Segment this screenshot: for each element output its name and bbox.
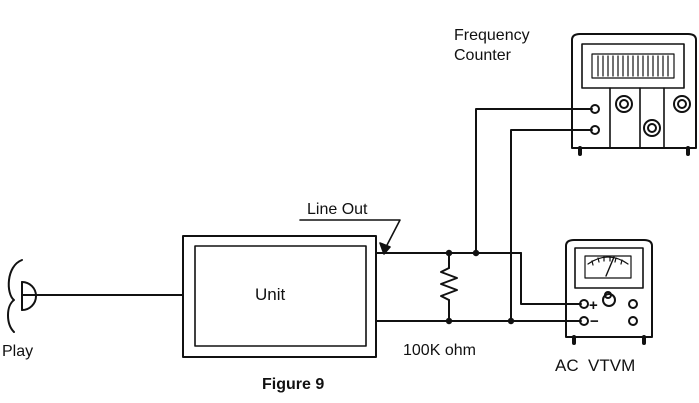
frequency-counter — [571, 33, 697, 156]
vtvm-minus-terminal — [579, 316, 589, 326]
counter-ground-terminal — [590, 125, 600, 135]
vtvm-plus-terminal — [579, 299, 589, 309]
counter-knob-2 — [643, 119, 661, 137]
counter-knob-1 — [615, 95, 633, 113]
counter-input-terminal — [590, 104, 600, 114]
junction-dot — [445, 249, 453, 257]
figure-caption: Figure 9 — [262, 376, 324, 393]
plus-label: + — [589, 297, 598, 314]
resistor-label: 100K ohm — [403, 342, 476, 359]
vtvm-signal-wire — [520, 252, 582, 305]
ac-vtvm — [565, 239, 653, 345]
counter-label-line2: Counter — [454, 47, 512, 64]
counter-signal-wire — [475, 108, 593, 254]
counter-knob-3 — [673, 95, 691, 113]
minus-label: − — [590, 313, 599, 330]
junction-dot — [472, 249, 480, 257]
junction-dot — [445, 317, 453, 325]
play-label: Play — [2, 343, 33, 360]
line-out-label: Line Out — [307, 201, 368, 218]
counter-ground-wire — [510, 129, 593, 322]
unit-box — [182, 235, 377, 358]
meter-needle — [605, 256, 615, 277]
unit-label: Unit — [255, 285, 286, 304]
vtvm-label: AC VTVM — [555, 356, 635, 375]
resistor — [440, 252, 458, 322]
line-out-arrow — [299, 219, 401, 255]
counter-label-line1: Frequency — [454, 27, 530, 44]
vtvm-knob — [602, 293, 616, 307]
junction-dot — [507, 317, 515, 325]
